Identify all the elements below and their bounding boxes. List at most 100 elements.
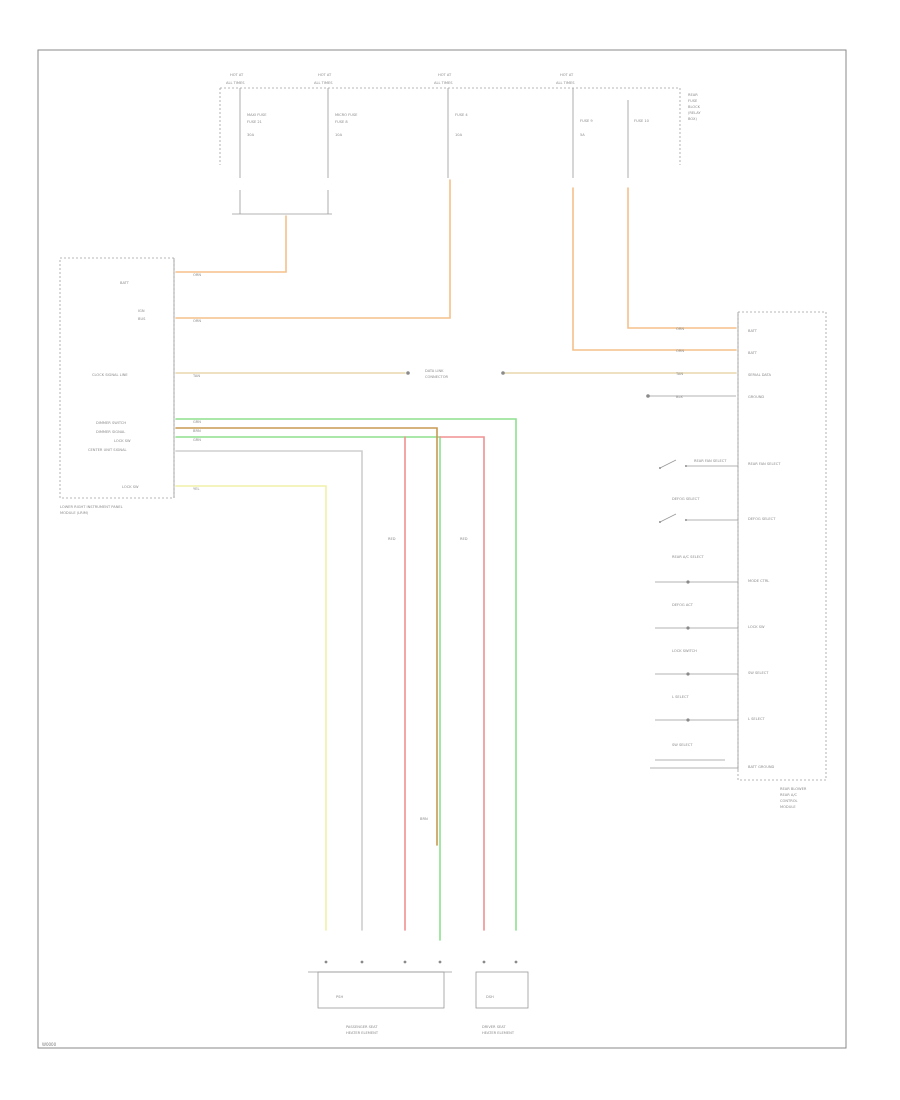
svg-text:MICRO FUSE: MICRO FUSE xyxy=(335,113,358,117)
svg-text:SW SELECT: SW SELECT xyxy=(748,671,769,675)
svg-text:SW SELECT: SW SELECT xyxy=(672,743,693,747)
wire-brown xyxy=(175,427,438,846)
svg-text:SERIAL DATA: SERIAL DATA xyxy=(748,373,772,377)
svg-text:DEFOG SELECT: DEFOG SELECT xyxy=(672,497,700,501)
switch-7: SW SELECT xyxy=(650,743,738,769)
svg-text:ALL TIMES: ALL TIMES xyxy=(314,81,333,85)
svg-text:FUSE 10: FUSE 10 xyxy=(634,119,650,123)
svg-text:REAR FAN SELECT: REAR FAN SELECT xyxy=(748,462,781,466)
svg-text:BRN: BRN xyxy=(193,429,201,433)
svg-text:CLOCK SIGNAL LINE: CLOCK SIGNAL LINE xyxy=(92,373,128,377)
switch-2: DEFOG SELECT xyxy=(659,497,738,523)
switch-5: LOCK SWITCH xyxy=(655,649,738,676)
svg-text:BLK: BLK xyxy=(676,395,683,399)
svg-text:ORN: ORN xyxy=(193,319,201,323)
switch-3: REAR A/C SELECT xyxy=(655,555,738,584)
svg-text:MAXI FUSE: MAXI FUSE xyxy=(247,113,267,117)
svg-text:FUSE 8: FUSE 8 xyxy=(335,120,348,124)
svg-text:10A: 10A xyxy=(335,133,343,137)
diagram-frame xyxy=(37,49,847,1049)
svg-text:MODULE: MODULE xyxy=(780,805,796,809)
svg-text:DRIVER SEAT: DRIVER SEAT xyxy=(482,1025,506,1029)
wire-orange-right-2 xyxy=(627,187,737,329)
switch-6: L SELECT xyxy=(655,695,738,722)
svg-text:30A: 30A xyxy=(247,133,255,137)
svg-text:IGN: IGN xyxy=(138,309,145,313)
svg-text:HOT AT: HOT AT xyxy=(230,73,244,77)
svg-text:HEATER ELEMENT: HEATER ELEMENT xyxy=(346,1031,379,1035)
rear-fuse-block-label: REAR FUSE BLOCK (RELAY BOX) xyxy=(688,93,701,121)
fuse-2: HOT AT ALL TIMES MICRO FUSE FUSE 8 10A xyxy=(314,73,358,178)
svg-text:LOCK SWITCH: LOCK SWITCH xyxy=(672,649,697,653)
svg-text:BATT: BATT xyxy=(748,351,758,355)
wire-green-2 xyxy=(175,436,441,941)
svg-text:PSH: PSH xyxy=(336,995,343,999)
svg-text:(RELAY: (RELAY xyxy=(688,111,701,115)
svg-text:ALL TIMES: ALL TIMES xyxy=(226,81,245,85)
wire-orange-right-1 xyxy=(572,187,737,351)
fuse-4: HOT AT ALL TIMES FUSE 9 FUSE 10 5A xyxy=(556,73,650,178)
svg-text:REAR FAN SELECT: REAR FAN SELECT xyxy=(694,459,727,463)
figure-id: W0000 xyxy=(42,1042,57,1047)
svg-text:5A: 5A xyxy=(580,133,585,137)
svg-text:FUSE: FUSE xyxy=(688,99,698,103)
svg-text:RED: RED xyxy=(388,537,396,541)
svg-text:BRN: BRN xyxy=(420,817,428,821)
wire-orange-batt xyxy=(175,215,287,273)
svg-text:DEFOG SELECT: DEFOG SELECT xyxy=(748,517,776,521)
svg-text:PASSENGER SEAT: PASSENGER SEAT xyxy=(346,1025,378,1029)
svg-text:BUS: BUS xyxy=(138,317,146,321)
svg-text:BATT: BATT xyxy=(748,329,758,333)
driver-seat-heater: DSH DRIVER SEAT HEATER ELEMENT xyxy=(475,960,529,1035)
svg-text:LOCK SW: LOCK SW xyxy=(748,625,765,629)
data-link-splice: DATA LINK CONNECTOR xyxy=(425,369,449,379)
fuse-1: HOT AT ALL TIMES MAXI FUSE FUSE 21 30A xyxy=(226,73,267,178)
svg-text:DIMMER SIGNAL: DIMMER SIGNAL xyxy=(96,430,125,434)
svg-text:YEL: YEL xyxy=(193,487,199,491)
svg-text:ORN: ORN xyxy=(193,273,201,277)
svg-text:GRN: GRN xyxy=(193,420,201,424)
svg-text:LOWER RIGHT INSTRUMENT PANEL: LOWER RIGHT INSTRUMENT PANEL xyxy=(60,505,123,509)
svg-text:HOT AT: HOT AT xyxy=(438,73,452,77)
svg-text:CENTER UNIT SIGNAL: CENTER UNIT SIGNAL xyxy=(88,448,127,452)
svg-text:ALL TIMES: ALL TIMES xyxy=(556,81,575,85)
svg-text:LOCK SW: LOCK SW xyxy=(114,439,131,443)
svg-text:BOX): BOX) xyxy=(688,117,697,121)
wire-red-2 xyxy=(439,436,485,931)
wire-grey xyxy=(175,450,363,931)
left-module: BATT IGN BUS CLOCK SIGNAL LINE DIMMER SW… xyxy=(59,257,175,515)
svg-text:ORN: ORN xyxy=(676,349,684,353)
svg-text:TAN: TAN xyxy=(192,374,200,378)
svg-text:HOT AT: HOT AT xyxy=(560,73,574,77)
svg-text:MODE CTRL: MODE CTRL xyxy=(748,579,769,583)
svg-text:TAN: TAN xyxy=(675,372,683,376)
right-switches: REAR FAN SELECT DEFOG SELECT REAR A/C SE… xyxy=(650,459,738,769)
switch-1: REAR FAN SELECT xyxy=(659,459,738,469)
svg-text:HEATER ELEMENT: HEATER ELEMENT xyxy=(482,1031,515,1035)
svg-text:REAR A/C: REAR A/C xyxy=(780,793,798,797)
wire-orange-ign xyxy=(175,179,451,319)
svg-text:GRN: GRN xyxy=(193,438,201,442)
svg-text:DATA LINK: DATA LINK xyxy=(425,369,444,373)
svg-text:L SELECT: L SELECT xyxy=(748,717,765,721)
svg-text:10A: 10A xyxy=(455,133,463,137)
switch-4: DEFOG ACT xyxy=(655,603,738,630)
svg-text:FUSE 4: FUSE 4 xyxy=(455,113,468,117)
svg-text:ALL TIMES: ALL TIMES xyxy=(434,81,453,85)
svg-text:FUSE 9: FUSE 9 xyxy=(580,119,593,123)
svg-text:FUSE 21: FUSE 21 xyxy=(247,120,262,124)
svg-text:CONTROL: CONTROL xyxy=(780,799,798,803)
fuse-3: HOT AT ALL TIMES FUSE 4 10A xyxy=(434,73,468,178)
passenger-seat-heater: PSH PASSENGER SEAT HEATER ELEMENT xyxy=(308,960,452,1035)
svg-text:BLOCK: BLOCK xyxy=(688,105,701,109)
wires xyxy=(175,179,737,941)
svg-text:REAR A/C SELECT: REAR A/C SELECT xyxy=(672,555,705,559)
wire-tags: ORN ORN TAN GRN BRN GRN YEL RED RED BRN … xyxy=(192,273,684,821)
svg-text:ORN: ORN xyxy=(676,327,684,331)
right-module: BATT BATT SERIAL DATA GROUND REAR FAN SE… xyxy=(737,311,827,809)
wire-yellow xyxy=(175,485,327,931)
svg-text:REAR: REAR xyxy=(688,93,698,97)
svg-text:MODULE (LRIM): MODULE (LRIM) xyxy=(60,511,89,515)
svg-text:BATT GROUND: BATT GROUND xyxy=(748,765,775,769)
